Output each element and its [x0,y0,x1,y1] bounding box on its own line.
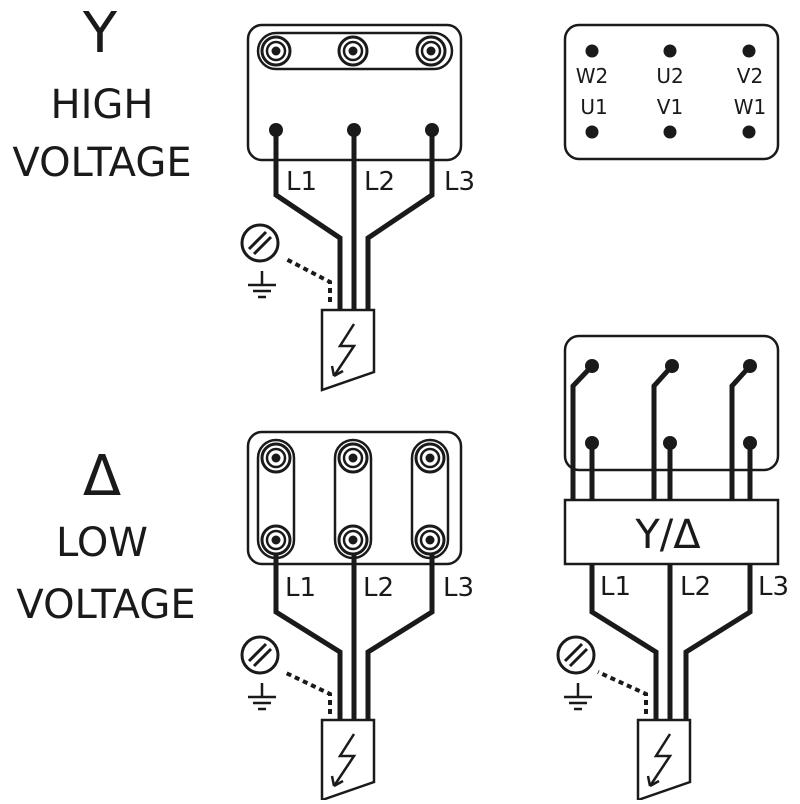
star-line1: HIGH [51,82,154,128]
ground-symbol-icon [246,269,278,299]
delta-terminal-box [246,430,463,566]
star-delta-switch: Y/Δ [563,498,780,566]
delta-line-labels: L1 L2 L3 [285,573,474,603]
terminal-w2: W2 [576,64,609,88]
switch-label: Y/Δ [634,512,701,558]
sd-l3-label: L3 [758,572,789,602]
star-line-labels: L1 L2 L3 [286,167,475,197]
ground-symbol-icon [562,681,594,711]
star-l3-label: L3 [444,167,475,197]
delta-line2: VOLTAGE [16,582,195,628]
star-l1-label: L1 [286,167,317,197]
star-symbol: Y [82,1,118,66]
star-label: Y HIGH VOLTAGE [12,1,191,186]
sd-l1-label: L1 [600,572,631,602]
ground-symbol-icon [246,681,278,711]
star-delta-line-labels: L1 L2 L3 [600,572,789,602]
star-delta-wires-bottom [589,564,753,722]
star-line2: VOLTAGE [12,140,191,186]
star-delta-wires-top [570,364,753,500]
delta-symbol: Δ [83,444,121,509]
sd-l2-label: L2 [680,572,711,602]
earth-screw-icon [240,223,280,263]
delta-l3-label: L3 [443,573,474,603]
delta-wires [273,554,435,722]
power-supply-cable-icon [636,718,692,802]
star-l2-label: L2 [364,167,395,197]
earth-screw-icon [556,635,596,675]
earth-screw-icon [240,635,280,675]
delta-line1: LOW [56,520,148,566]
delta-l2-label: L2 [363,573,394,603]
delta-l1-label: L1 [285,573,316,603]
terminal-v2: V2 [737,64,763,88]
delta-label: Δ LOW VOLTAGE [16,444,195,628]
terminal-u2: U2 [656,64,683,88]
terminal-marking-box: W2 U2 V2 U1 V1 W1 [563,23,780,161]
power-supply-cable-icon [320,308,376,392]
terminal-w1: W1 [734,95,767,119]
terminal-u1: U1 [580,95,607,119]
power-supply-cable-icon [320,718,376,802]
star-wires [273,130,435,310]
star-terminal-box [246,23,463,162]
terminal-v1: V1 [657,95,683,119]
